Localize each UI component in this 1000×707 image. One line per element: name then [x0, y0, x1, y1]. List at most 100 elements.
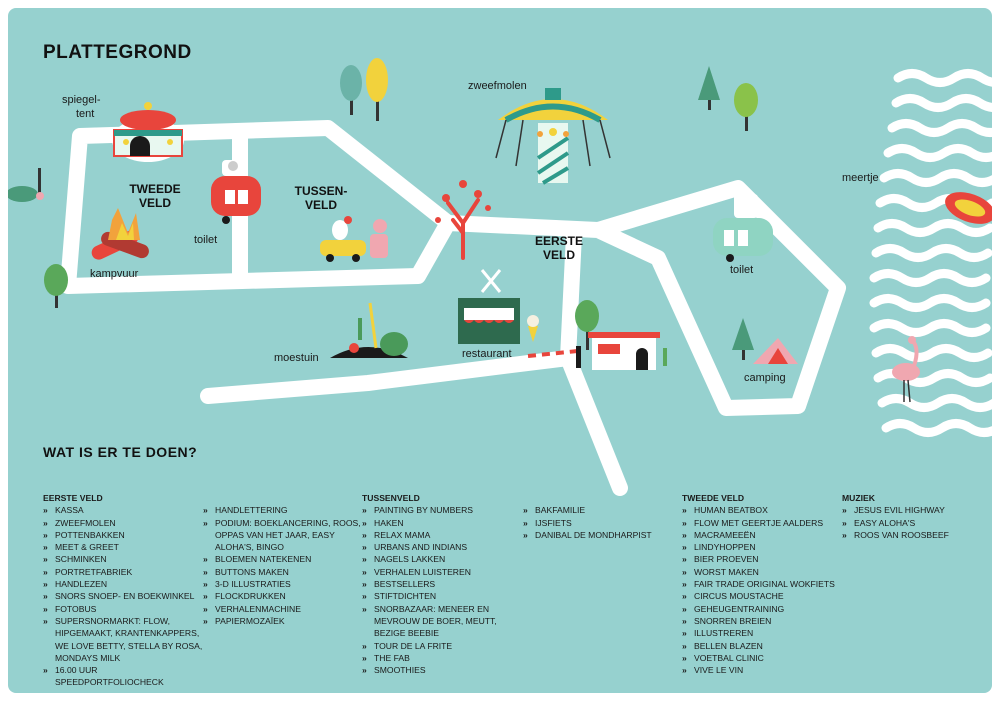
activity-column-heading: TWEEDE VELD [682, 493, 745, 503]
plant-icon [8, 168, 44, 202]
map-card: PLATTEGROND spiegel- tent zweefmolen mee… [8, 8, 992, 693]
pink-tree-icon [435, 180, 491, 260]
boat-icon [945, 192, 992, 224]
activity-item: ZWEEFMOLEN [43, 517, 208, 530]
activity-item: WORST MAKEN [682, 566, 847, 579]
activity-item: VERHALENMACHINE [203, 603, 368, 616]
car-icon [320, 216, 366, 262]
activity-item: BESTSELLERS [362, 578, 527, 591]
campfire-icon [91, 208, 149, 260]
activity-item: THE FAB [362, 652, 527, 665]
label-zweefmolen: zweefmolen [468, 80, 527, 92]
field-tweede-line2: VELD [138, 196, 171, 210]
activity-column-heading [523, 492, 688, 504]
activity-column: MUZIEKJESUS EVIL HIGHWAYEASY ALOHA'SROOS… [842, 492, 992, 541]
lake-waves [869, 69, 992, 437]
activity-item: SNORBAZAAR: MENEER EN MEVROUW DE BOER, M… [362, 603, 527, 640]
activity-item: HANDLETTERING [203, 504, 368, 517]
activity-item: NAGELS LAKKEN [362, 553, 527, 566]
road-left-loop [60, 120, 456, 294]
activity-column-heading [203, 492, 368, 504]
activity-column-heading: MUZIEK [842, 493, 875, 503]
field-tussen-line1: TUSSEN- [294, 184, 348, 198]
activity-item: JESUS EVIL HIGHWAY [842, 504, 992, 517]
activity-item: SNORREN BREIEN [682, 615, 847, 628]
activity-item: SMOOTHIES [362, 664, 527, 677]
activity-item: FLOCKDRUKKEN [203, 590, 368, 603]
activity-item: BLOEMEN NATEKENEN [203, 553, 368, 566]
field-eerste-line2: VELD [542, 248, 575, 262]
activity-item: PAINTING BY NUMBERS [362, 504, 527, 517]
field-tweede-veld: TWEEDE VELD [120, 182, 190, 210]
label-spiegeltent-line2: tent [76, 108, 95, 120]
label-toilet-right: toilet [730, 264, 754, 276]
activity-item: HANDLEZEN [43, 578, 208, 591]
tree-icon [340, 65, 362, 115]
label-moestuin: moestuin [274, 352, 319, 364]
tree-icon [698, 66, 720, 110]
activity-column-heading: TUSSENVELD [362, 493, 420, 503]
page-title: PLATTEGROND [43, 42, 192, 63]
activity-item: ILLUSTREREN [682, 627, 847, 640]
activity-item: PODIUM: BOEKLANCERING, ROOS, OPPAS VAN H… [203, 517, 368, 554]
activity-item: GEHEUGENTRAINING [682, 603, 847, 616]
activity-item: HUMAN BEATBOX [682, 504, 847, 517]
activity-item: SNORS SNOEP- EN BOEKWINKEL [43, 590, 208, 603]
activity-item: FAIR TRADE ORIGINAL WOKFIETS [682, 578, 847, 591]
field-tussen-line2: VELD [304, 198, 337, 212]
activity-item: FLOW MET GEERTJE AALDERS [682, 517, 847, 530]
activity-item: SUPERSNORMARKT: FLOW, HIPGEMAAKT, KRANTE… [43, 615, 208, 664]
activity-item: BIER PROEVEN [682, 553, 847, 566]
kassa-building-icon [588, 332, 667, 370]
activity-list: PAINTING BY NUMBERSHAKENRELAX MAMAURBANS… [362, 504, 527, 676]
field-tussenveld: TUSSEN- VELD [286, 184, 356, 212]
activity-item: RELAX MAMA [362, 529, 527, 542]
label-meertje: meertje [842, 172, 879, 184]
activity-item: IJSFIETS [523, 517, 688, 530]
toilet-caravan-icon [713, 194, 773, 262]
activity-column: HANDLETTERINGPODIUM: BOEKLANCERING, ROOS… [203, 492, 368, 627]
tree-icon [732, 318, 754, 360]
activity-item: ROOS VAN ROOSBEEF [842, 529, 992, 542]
road-lower [200, 350, 576, 404]
activity-item: KASSA [43, 504, 208, 517]
activity-list: HANDLETTERINGPODIUM: BOEKLANCERING, ROOS… [203, 504, 368, 627]
ice-cream-icon [527, 315, 539, 342]
activity-item: BUTTONS MAKEN [203, 566, 368, 579]
activity-item: 16.00 UUR SPEEDPORTFOLIOCHECK [43, 664, 208, 689]
activity-item: HAKEN [362, 517, 527, 530]
activity-item: FOTOBUS [43, 603, 208, 616]
activity-item: LINDYHOPPEN [682, 541, 847, 554]
activity-item: DANIBAL DE MONDHARPIST [523, 529, 688, 542]
activities-heading: WAT IS ER TE DOEN? [43, 444, 198, 460]
tree-icon [44, 264, 68, 308]
activity-item: CIRCUS MOUSTACHE [682, 590, 847, 603]
activity-list: KASSAZWEEFMOLENPOTTENBAKKENMEET & GREETS… [43, 504, 208, 688]
pig-icon [370, 219, 388, 258]
restaurant-icon [458, 269, 520, 344]
label-restaurant: restaurant [462, 348, 512, 360]
activity-column: TWEEDE VELDHUMAN BEATBOXFLOW MET GEERTJE… [682, 492, 847, 677]
activity-item: BAKFAMILIE [523, 504, 688, 517]
tree-icon [366, 58, 388, 121]
activity-list: HUMAN BEATBOXFLOW MET GEERTJE AALDERSMAC… [682, 504, 847, 676]
road-central [440, 180, 846, 416]
activity-item: VERHALEN LUISTEREN [362, 566, 527, 579]
activity-item: BELLEN BLAZEN [682, 640, 847, 653]
activity-column-heading: EERSTE VELD [43, 493, 103, 503]
activity-item: SCHMINKEN [43, 553, 208, 566]
activity-item: VOETBAL CLINIC [682, 652, 847, 665]
activity-list: JESUS EVIL HIGHWAYEASY ALOHA'SROOS VAN R… [842, 504, 992, 541]
barrier-icon [527, 346, 581, 368]
field-eerste-line1: EERSTE [534, 234, 583, 248]
activity-item: EASY ALOHA'S [842, 517, 992, 530]
tree-icon [575, 300, 599, 350]
activity-item: POTTENBAKKEN [43, 529, 208, 542]
activity-column: TUSSENVELDPAINTING BY NUMBERSHAKENRELAX … [362, 492, 527, 677]
tent-icon [753, 338, 798, 364]
field-eerste-veld: EERSTE VELD [524, 234, 594, 262]
activity-item: TOUR DE LA FRITE [362, 640, 527, 653]
flamingo-icon [892, 336, 920, 403]
label-camping: camping [744, 372, 786, 384]
